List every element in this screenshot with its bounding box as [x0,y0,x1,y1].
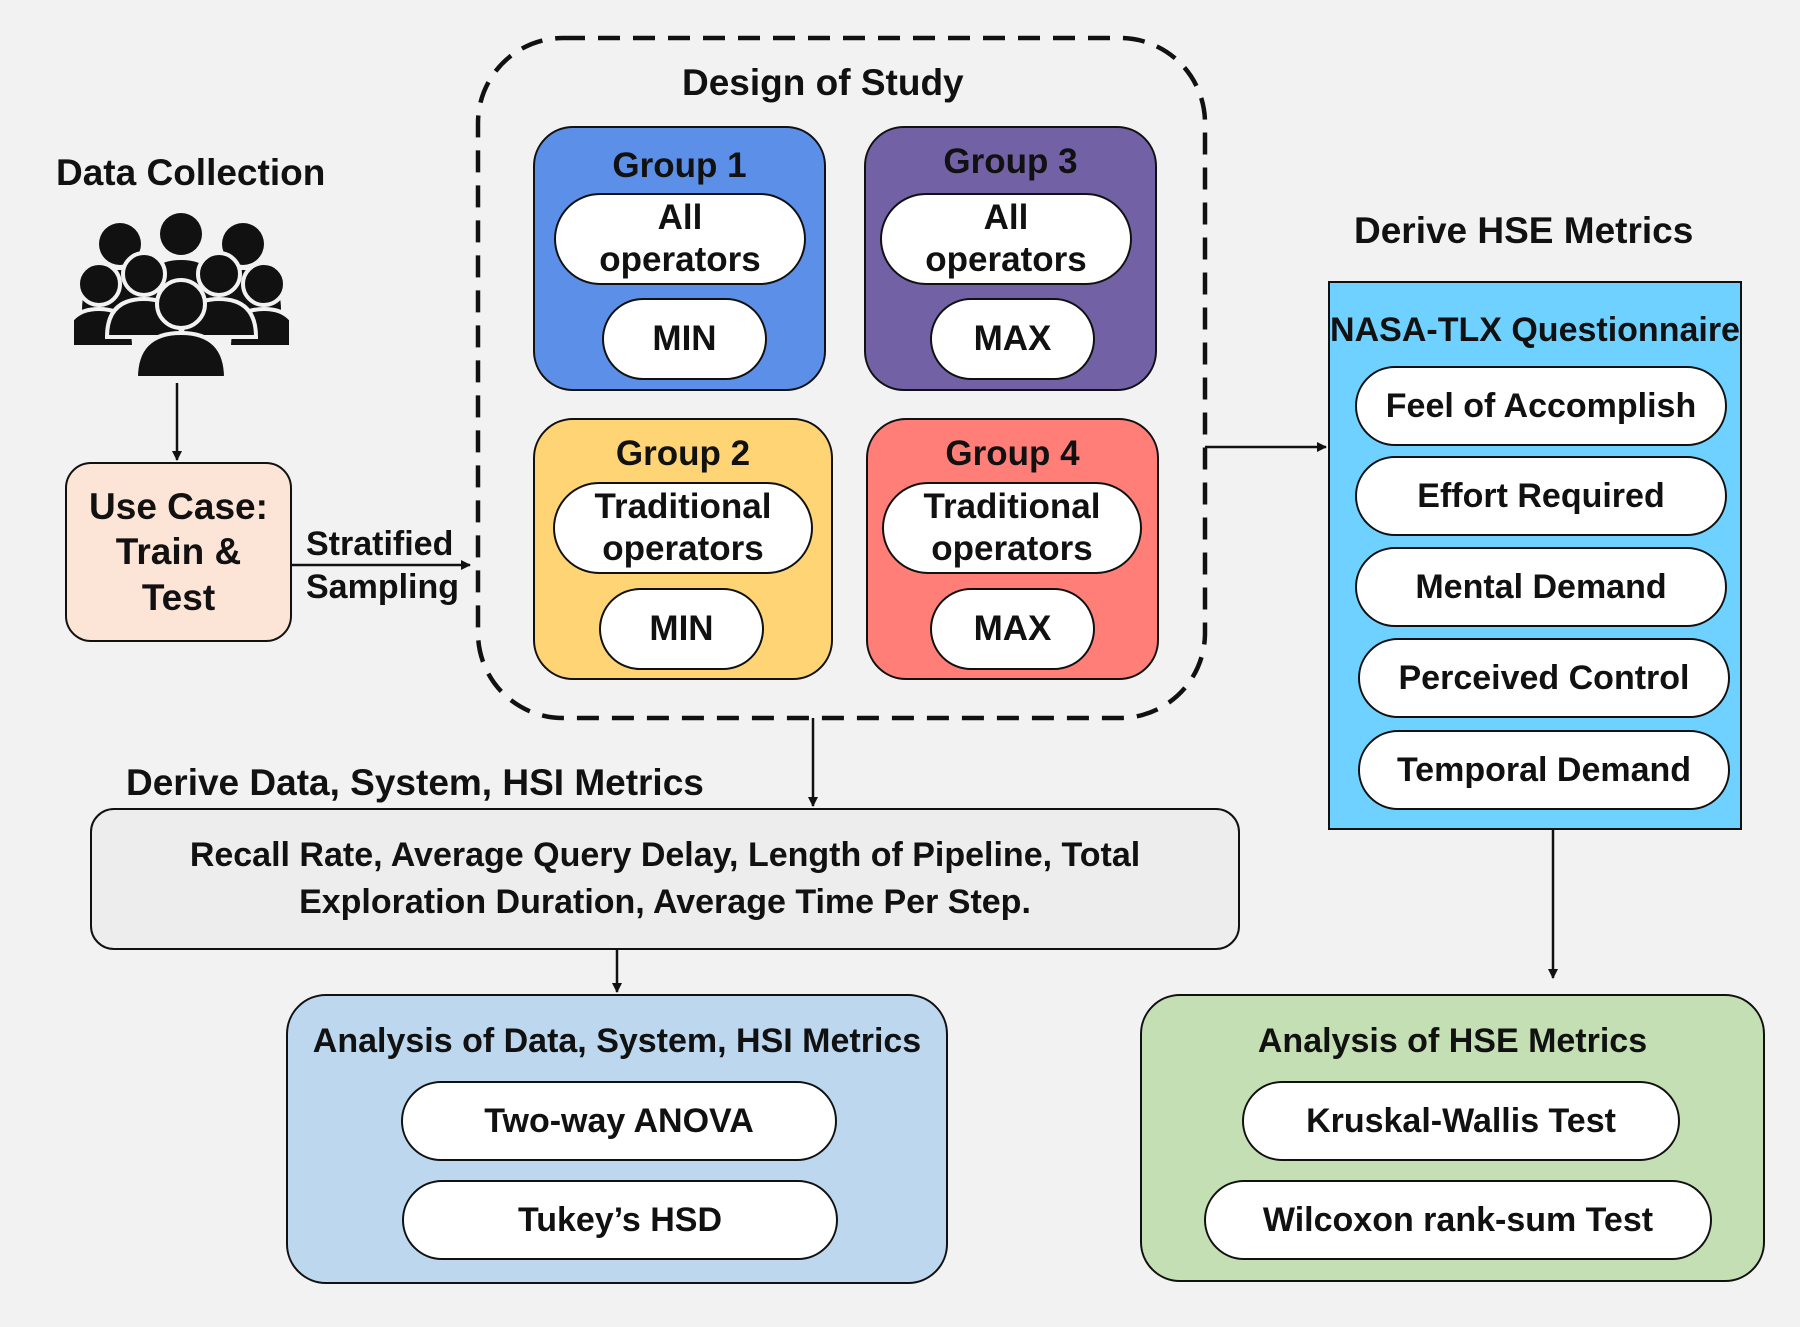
hse-item-perceived-control: Perceived Control [1358,638,1730,718]
use-case-line1: Use Case: [89,486,268,528]
hse-item-temporal-demand: Temporal Demand [1358,730,1730,810]
system-metrics-box: Recall Rate, Average Query Delay, Length… [90,808,1240,950]
group-2-setting: MIN [599,588,764,670]
group-4-operators-line1: Traditional [923,487,1101,526]
group-2-operators-line2: operators [602,529,764,568]
group-3-setting: MAX [930,298,1095,380]
stratified-sampling-label: Stratified Sampling [306,523,459,608]
group-3-label: Group 3 [943,142,1078,181]
group-3-operators-line2: operators [925,240,1087,279]
analysis-system-title: Analysis of Data, System, HSI Metrics [312,1022,922,1060]
system-metrics-line1: Recall Rate, Average Query Delay, Length… [189,836,1141,875]
hse-item-effort-required: Effort Required [1355,456,1727,536]
group-4-box: Group 4 Traditional operators MAX [866,418,1159,680]
hse-metrics-box: NASA-TLX Questionnaire Feel of Accomplis… [1328,281,1742,830]
test-tukeys-hsd: Tukey’s HSD [402,1180,838,1260]
group-3-operators: All operators [880,193,1132,285]
group-2-box: Group 2 Traditional operators MIN [533,418,833,680]
group-1-operators-line1: All [657,198,703,237]
sampling-label-line2: Sampling [306,567,460,606]
group-3-operators-line1: All [983,198,1029,237]
system-metrics-line2: Exploration Duration, Average Time Per S… [299,883,1031,921]
use-case-line2: Train & [115,531,242,573]
nasa-tlx-title: NASA-TLX Questionnaire [1330,311,1740,349]
analysis-hse-title: Analysis of HSE Metrics [1257,1022,1648,1060]
hse-metrics-title: Derive HSE Metrics [1354,210,1694,251]
analysis-system-box: Analysis of Data, System, HSI Metrics Tw… [286,994,948,1284]
design-of-study-frame [475,35,1208,721]
use-case-line3: Test [141,576,216,618]
group-2-operators: Traditional operators [553,482,813,574]
group-3-box: Group 3 All operators MAX [864,126,1157,391]
group-1-box: Group 1 All operators MIN [533,126,826,391]
use-case-box: Use Case: Train & Test [65,462,292,642]
test-wilcoxon-rank-sum: Wilcoxon rank-sum Test [1204,1180,1712,1260]
people-group-icon [61,212,302,380]
group-1-label: Group 1 [612,146,747,185]
group-1-operators-line2: operators [599,240,761,279]
data-collection-title: Data Collection [56,152,326,193]
group-4-label: Group 4 [945,434,1080,473]
analysis-hse-box: Analysis of HSE Metrics Kruskal-Wallis T… [1140,994,1765,1282]
group-2-operators-line1: Traditional [594,487,772,526]
group-4-setting: MAX [930,588,1095,670]
test-two-way-anova: Two-way ANOVA [401,1081,837,1161]
test-kruskal-wallis: Kruskal-Wallis Test [1242,1081,1680,1161]
group-1-setting: MIN [602,298,767,380]
design-of-study-title: Design of Study [682,62,964,103]
sampling-label-line1: Stratified [306,525,454,563]
hse-item-mental-demand: Mental Demand [1355,547,1727,627]
group-4-operators-line2: operators [931,529,1093,568]
group-1-operators: All operators [554,193,806,285]
system-metrics-title: Derive Data, System, HSI Metrics [126,762,704,803]
hse-item-feel-of-accomplish: Feel of Accomplish [1355,366,1727,446]
group-2-label: Group 2 [615,434,751,473]
group-4-operators: Traditional operators [882,482,1142,574]
